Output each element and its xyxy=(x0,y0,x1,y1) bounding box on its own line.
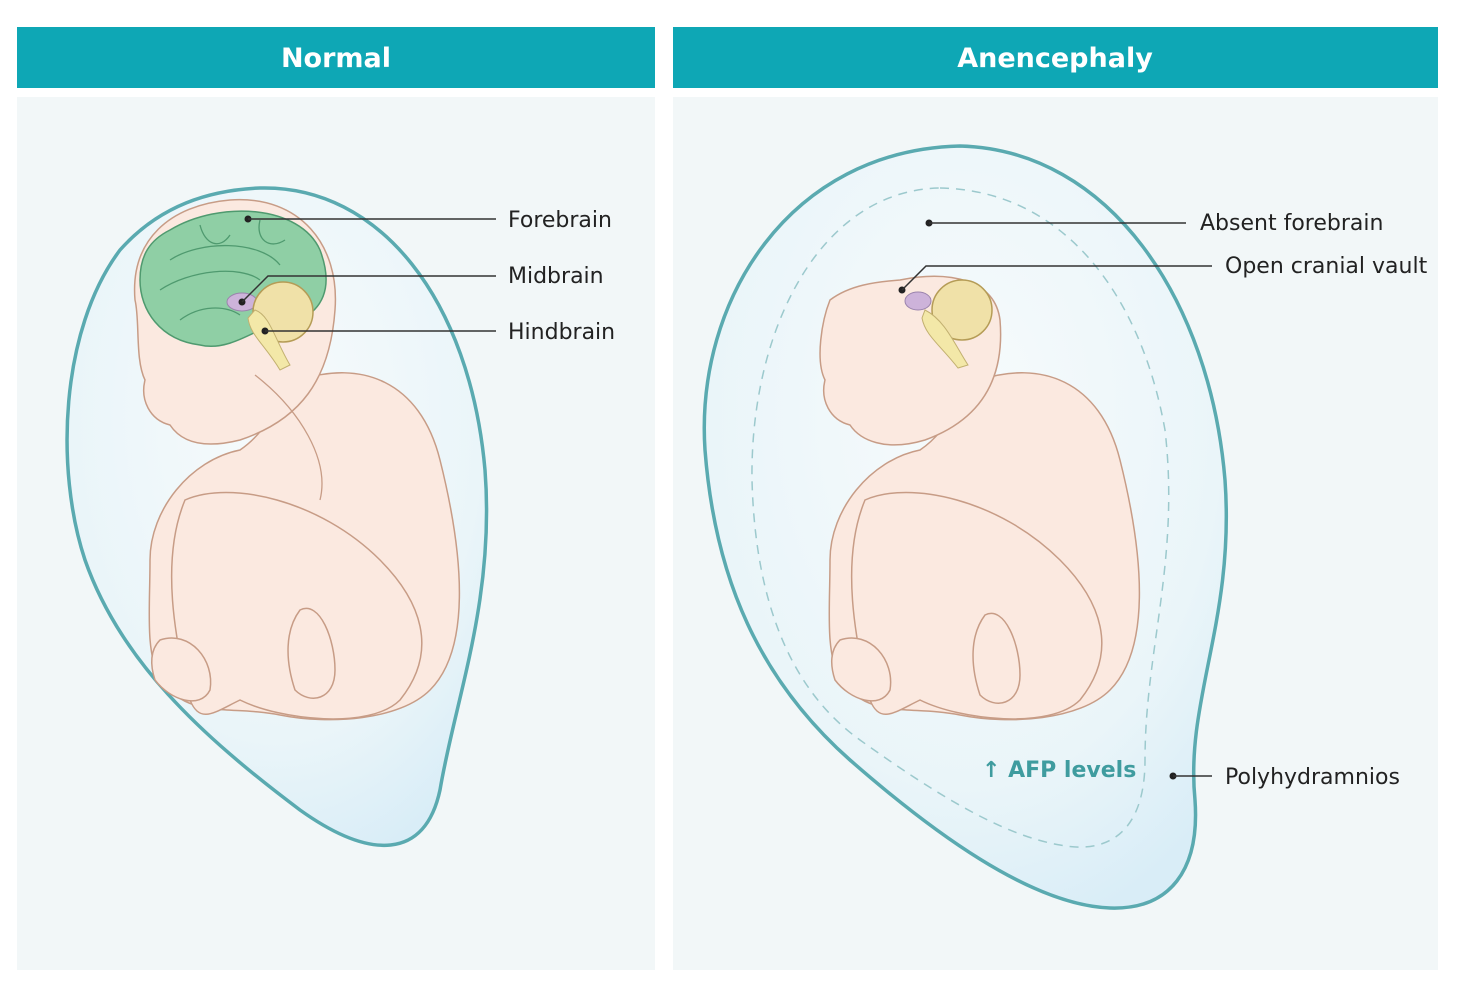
panel-header xyxy=(17,27,655,88)
label-midbrain: Midbrain xyxy=(238,264,604,306)
panel-title: Anencephaly xyxy=(957,43,1153,74)
svg-text:Polyhydramnios: Polyhydramnios xyxy=(1225,765,1400,790)
svg-text:Absent forebrain: Absent forebrain xyxy=(1200,211,1383,236)
label-forebrain: Forebrain xyxy=(244,208,612,233)
brain xyxy=(139,210,327,371)
normal-sac-outline xyxy=(751,187,1170,848)
svg-text:Forebrain: Forebrain xyxy=(508,208,612,233)
label-hindbrain: Hindbrain xyxy=(261,320,615,345)
panel-header xyxy=(673,27,1438,88)
svg-text:Midbrain: Midbrain xyxy=(508,264,604,289)
svg-text:Open cranial vault: Open cranial vault xyxy=(1225,254,1428,279)
panel-anencephaly: Anencephaly Absent forebrain Open crania… xyxy=(673,27,1438,970)
label-open-cranial-vault: Open cranial vault xyxy=(898,254,1428,294)
brainstem-shape xyxy=(247,309,291,371)
afp-levels-annotation: ↑ AFP levels xyxy=(982,758,1136,783)
svg-text:Hindbrain: Hindbrain xyxy=(508,320,615,345)
panel-normal: Normal Forebrain Midbrain xyxy=(17,27,655,970)
exposed-brain xyxy=(904,279,993,369)
panel-title: Normal xyxy=(281,43,391,74)
label-absent-forebrain: Absent forebrain xyxy=(925,211,1383,236)
label-polyhydramnios: Polyhydramnios xyxy=(1169,765,1400,790)
